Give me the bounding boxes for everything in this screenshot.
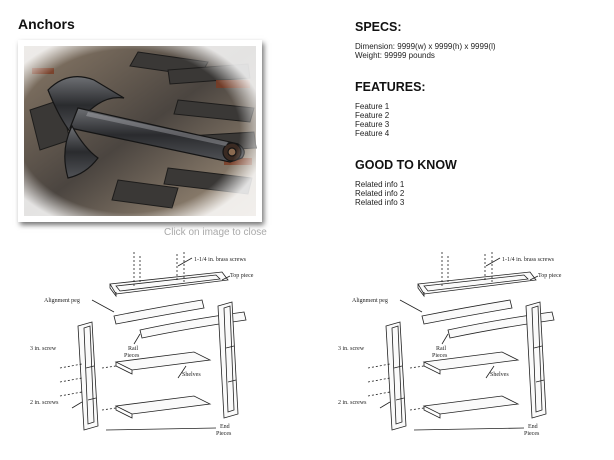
assembly-diagram-right: 1-1/4 in. brass screws Top piece Alignme… xyxy=(330,250,610,450)
label-shelves: Shelves xyxy=(182,372,201,378)
features-heading: FEATURES: xyxy=(355,80,426,94)
label-pieces: Pieces xyxy=(124,353,140,359)
label-rail: Rail xyxy=(436,346,446,352)
good-to-know-heading: GOOD TO KNOW xyxy=(355,158,457,172)
label-brass-screws: 1-1/4 in. brass screws xyxy=(194,257,247,263)
label-3in-screw: 3 in. screw xyxy=(30,346,57,352)
label-alignment-peg: Alignment peg xyxy=(352,298,388,304)
page-title: Anchors xyxy=(18,16,75,32)
label-2in-screws: 2 in. screws xyxy=(30,400,59,406)
anchor-photo[interactable] xyxy=(18,40,262,222)
label-pieces: Pieces xyxy=(432,353,448,359)
label-top-piece: Top piece xyxy=(538,273,562,279)
label-2in-screws: 2 in. screws xyxy=(338,400,367,406)
assembly-diagram-left: 1-1/4 in. brass screws Top piece Alignme… xyxy=(22,250,302,450)
label-shelves: Shelves xyxy=(490,372,509,378)
label-alignment-peg: Alignment peg xyxy=(44,298,80,304)
spec-dimension: Dimension: 9999(w) x 9999(h) x 9999(l) xyxy=(355,42,496,51)
label-end-pieces: Pieces xyxy=(216,431,232,437)
label-end: End xyxy=(528,424,538,430)
close-hint[interactable]: Click on image to close xyxy=(164,227,267,238)
label-rail: Rail xyxy=(128,346,138,352)
related-info-item: Related info 2 xyxy=(355,189,405,198)
label-end-pieces: Pieces xyxy=(524,431,540,437)
specs-section: SPECS: Dimension: 9999(w) x 9999(h) x 99… xyxy=(355,20,605,60)
good-to-know-section: GOOD TO KNOW Related info 1 Related info… xyxy=(355,158,605,207)
related-info-item: Related info 3 xyxy=(355,198,405,207)
spec-weight: Weight: 99999 pounds xyxy=(355,51,435,60)
label-brass-screws: 1-1/4 in. brass screws xyxy=(502,257,555,263)
related-info-item: Related info 1 xyxy=(355,180,405,189)
product-info: SPECS: Dimension: 9999(w) x 9999(h) x 99… xyxy=(355,20,605,221)
features-section: FEATURES: Feature 1 Feature 2 Feature 3 … xyxy=(355,80,605,138)
label-3in-screw: 3 in. screw xyxy=(338,346,365,352)
feature-item: Feature 4 xyxy=(355,129,390,138)
label-top-piece: Top piece xyxy=(230,273,254,279)
feature-item: Feature 1 xyxy=(355,102,390,111)
feature-item: Feature 2 xyxy=(355,111,390,120)
label-end: End xyxy=(220,424,230,430)
specs-heading: SPECS: xyxy=(355,20,402,34)
product-image[interactable] xyxy=(18,40,262,222)
feature-item: Feature 3 xyxy=(355,120,390,129)
